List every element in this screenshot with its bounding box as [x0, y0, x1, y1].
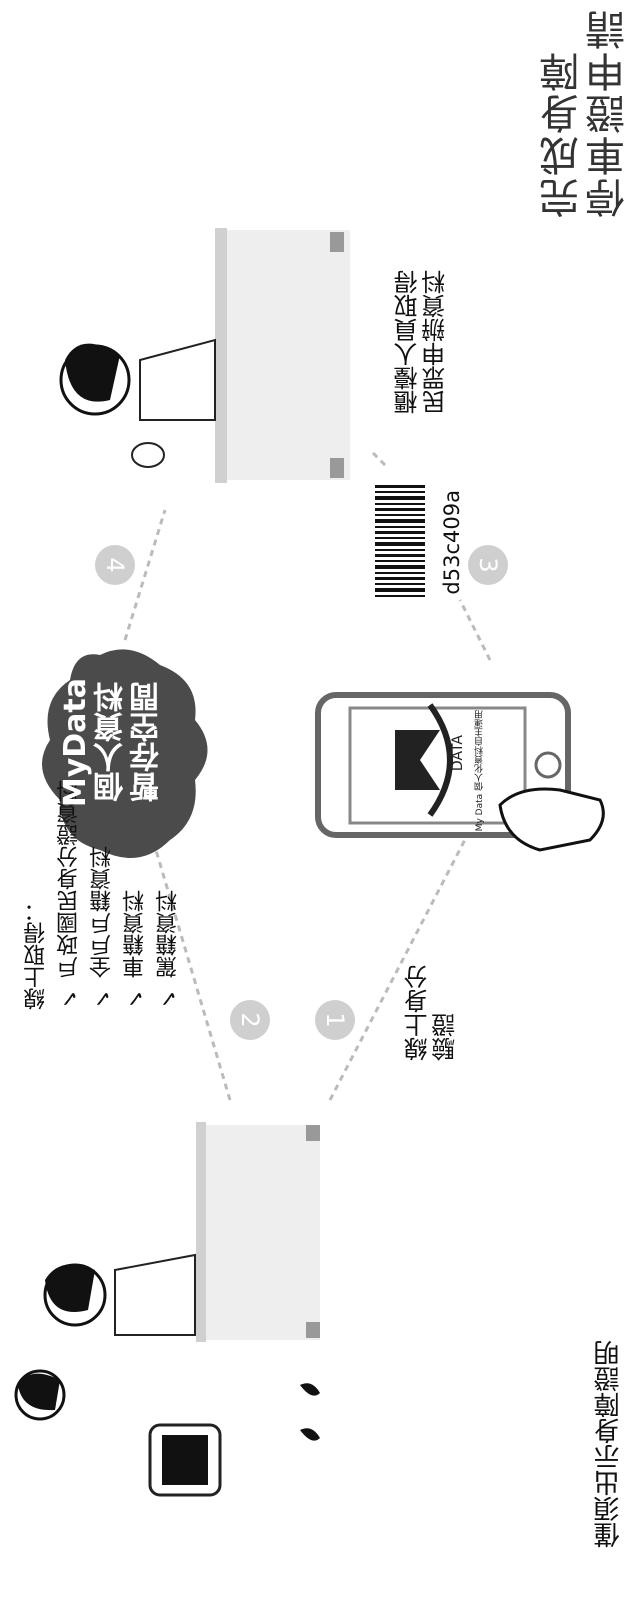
counter-edge-top — [215, 228, 227, 483]
citizen — [14, 1369, 320, 1497]
step-2-badge: 2 — [230, 1000, 270, 1040]
counter-leg-top-2 — [330, 458, 344, 478]
thumbs-up-hand — [131, 442, 165, 468]
shoe-2 — [300, 1428, 320, 1441]
pointing-hand — [498, 787, 605, 852]
step-3-badge: 3 — [468, 545, 508, 585]
arrow-2 — [148, 829, 232, 1101]
online-fetch-item-1: ✓ 戶政國民身分證資料 — [57, 780, 82, 1010]
clerk-body-top — [139, 338, 216, 421]
online-fetch-item-2: ✓ 全戶戶籍資料 — [90, 846, 115, 1010]
title-complete-line-1: 完成身障 — [540, 50, 586, 218]
counter-desk-bottom — [200, 1125, 320, 1340]
counter-leg-bottom-2 — [306, 1322, 320, 1338]
cloud-line-3: 暫存空間 — [130, 682, 165, 803]
counter-note-line-2: 民眾申辦資料 — [421, 270, 450, 414]
citizen-phone-screen — [162, 1435, 208, 1485]
counter-leg-bottom-1 — [306, 1125, 320, 1141]
phone-home-button — [534, 751, 562, 779]
counter-note-line-1: 櫃檯人員取得 — [394, 270, 422, 414]
title-complete: 完成身障 停車證申請 — [540, 8, 628, 218]
title-need-proof: 僅須出示身障證明 — [594, 1340, 624, 1548]
online-fetch-heading: 線上取得： — [24, 900, 49, 1010]
title-complete-line-2: 停車證申請 — [586, 8, 628, 218]
mydata-logo-swoosh — [427, 703, 453, 817]
barcode-code: d53c409a — [440, 490, 464, 595]
online-verify-line-1: 線上身分 — [404, 965, 432, 1061]
online-fetch-item-4: ✓ 駕籍資料 — [156, 890, 181, 1010]
barcode — [375, 485, 425, 597]
step-4-badge: 4 — [95, 545, 135, 585]
arrow-4 — [123, 509, 167, 641]
arrow-3b — [368, 448, 387, 467]
mydata-cloud — [42, 649, 208, 858]
mydata-logo-m — [395, 730, 440, 790]
online-fetch-item-3: ✓ 車籍資料 — [123, 890, 148, 1010]
flow-arrows — [123, 448, 492, 1101]
citizen-hair — [18, 1373, 60, 1411]
cloud-shape — [42, 649, 208, 858]
counter-note: 櫃檯人員取得 民眾申辦資料 — [394, 270, 450, 414]
counter-desk-top — [220, 230, 350, 480]
step-1-badge: 1 — [315, 1000, 355, 1040]
shoe-1 — [300, 1383, 320, 1396]
online-verify-label: 線上身分 驗證 — [404, 965, 460, 1061]
clerk-hair-bottom — [45, 1264, 95, 1312]
clerk-body-bottom — [114, 1253, 196, 1336]
bottom-counter — [43, 1122, 320, 1342]
cloud-line-1: MyData — [58, 678, 93, 808]
online-fetch-list: 線上取得： ✓ 戶政國民身分證資料 ✓ 全戶戶籍資料 ✓ 車籍資料 ✓ 駕籍資料 — [20, 780, 185, 1010]
phone-logo-text: DATA — [450, 735, 466, 772]
cloud-line-2: 個人資料 — [94, 682, 129, 803]
online-verify-line-2: 驗證 — [431, 1013, 460, 1061]
phone-logo-sub: My Data 個人化資料自主運用 — [475, 710, 485, 832]
mydata-phone — [315, 692, 605, 852]
arrow-1 — [328, 829, 472, 1101]
clerk-hair-top — [65, 343, 120, 402]
counter-leg-top-1 — [330, 232, 344, 252]
arrow-3 — [458, 599, 492, 661]
cloud-label: MyData 個人資料 暫存空間 — [58, 678, 166, 807]
counter-edge-bottom — [196, 1122, 206, 1342]
top-counter — [59, 228, 350, 483]
